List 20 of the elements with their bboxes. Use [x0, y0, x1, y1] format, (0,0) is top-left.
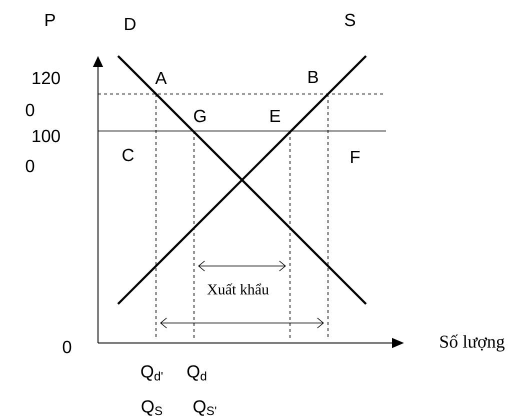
- point-label: G: [194, 110, 206, 122]
- price-tick: 120: [32, 72, 60, 84]
- origin-label: 0: [62, 340, 72, 354]
- quantity-label: Q$_{d}$: [187, 365, 206, 381]
- dimension-label: Xuất khẩu: [207, 284, 269, 294]
- curve-label: S: [344, 14, 356, 26]
- quantity-label: Q$_{S}$: [142, 400, 162, 416]
- price-tick: 100: [32, 130, 60, 142]
- price-tick: 0: [26, 160, 34, 172]
- axis-label: P: [46, 14, 55, 26]
- point-label: C: [122, 148, 134, 162]
- point-label: E: [270, 110, 280, 122]
- point-label: B: [308, 70, 318, 84]
- quantity-label: Q$_{d'}$: [141, 365, 163, 381]
- axis-label: Số lượng: [440, 334, 505, 352]
- point-label: A: [155, 72, 167, 84]
- curve-label: D: [125, 18, 136, 30]
- price-tick: 0: [26, 104, 34, 116]
- point-label: F: [351, 150, 360, 164]
- quantity-label: Q$_{S'}$: [194, 400, 216, 416]
